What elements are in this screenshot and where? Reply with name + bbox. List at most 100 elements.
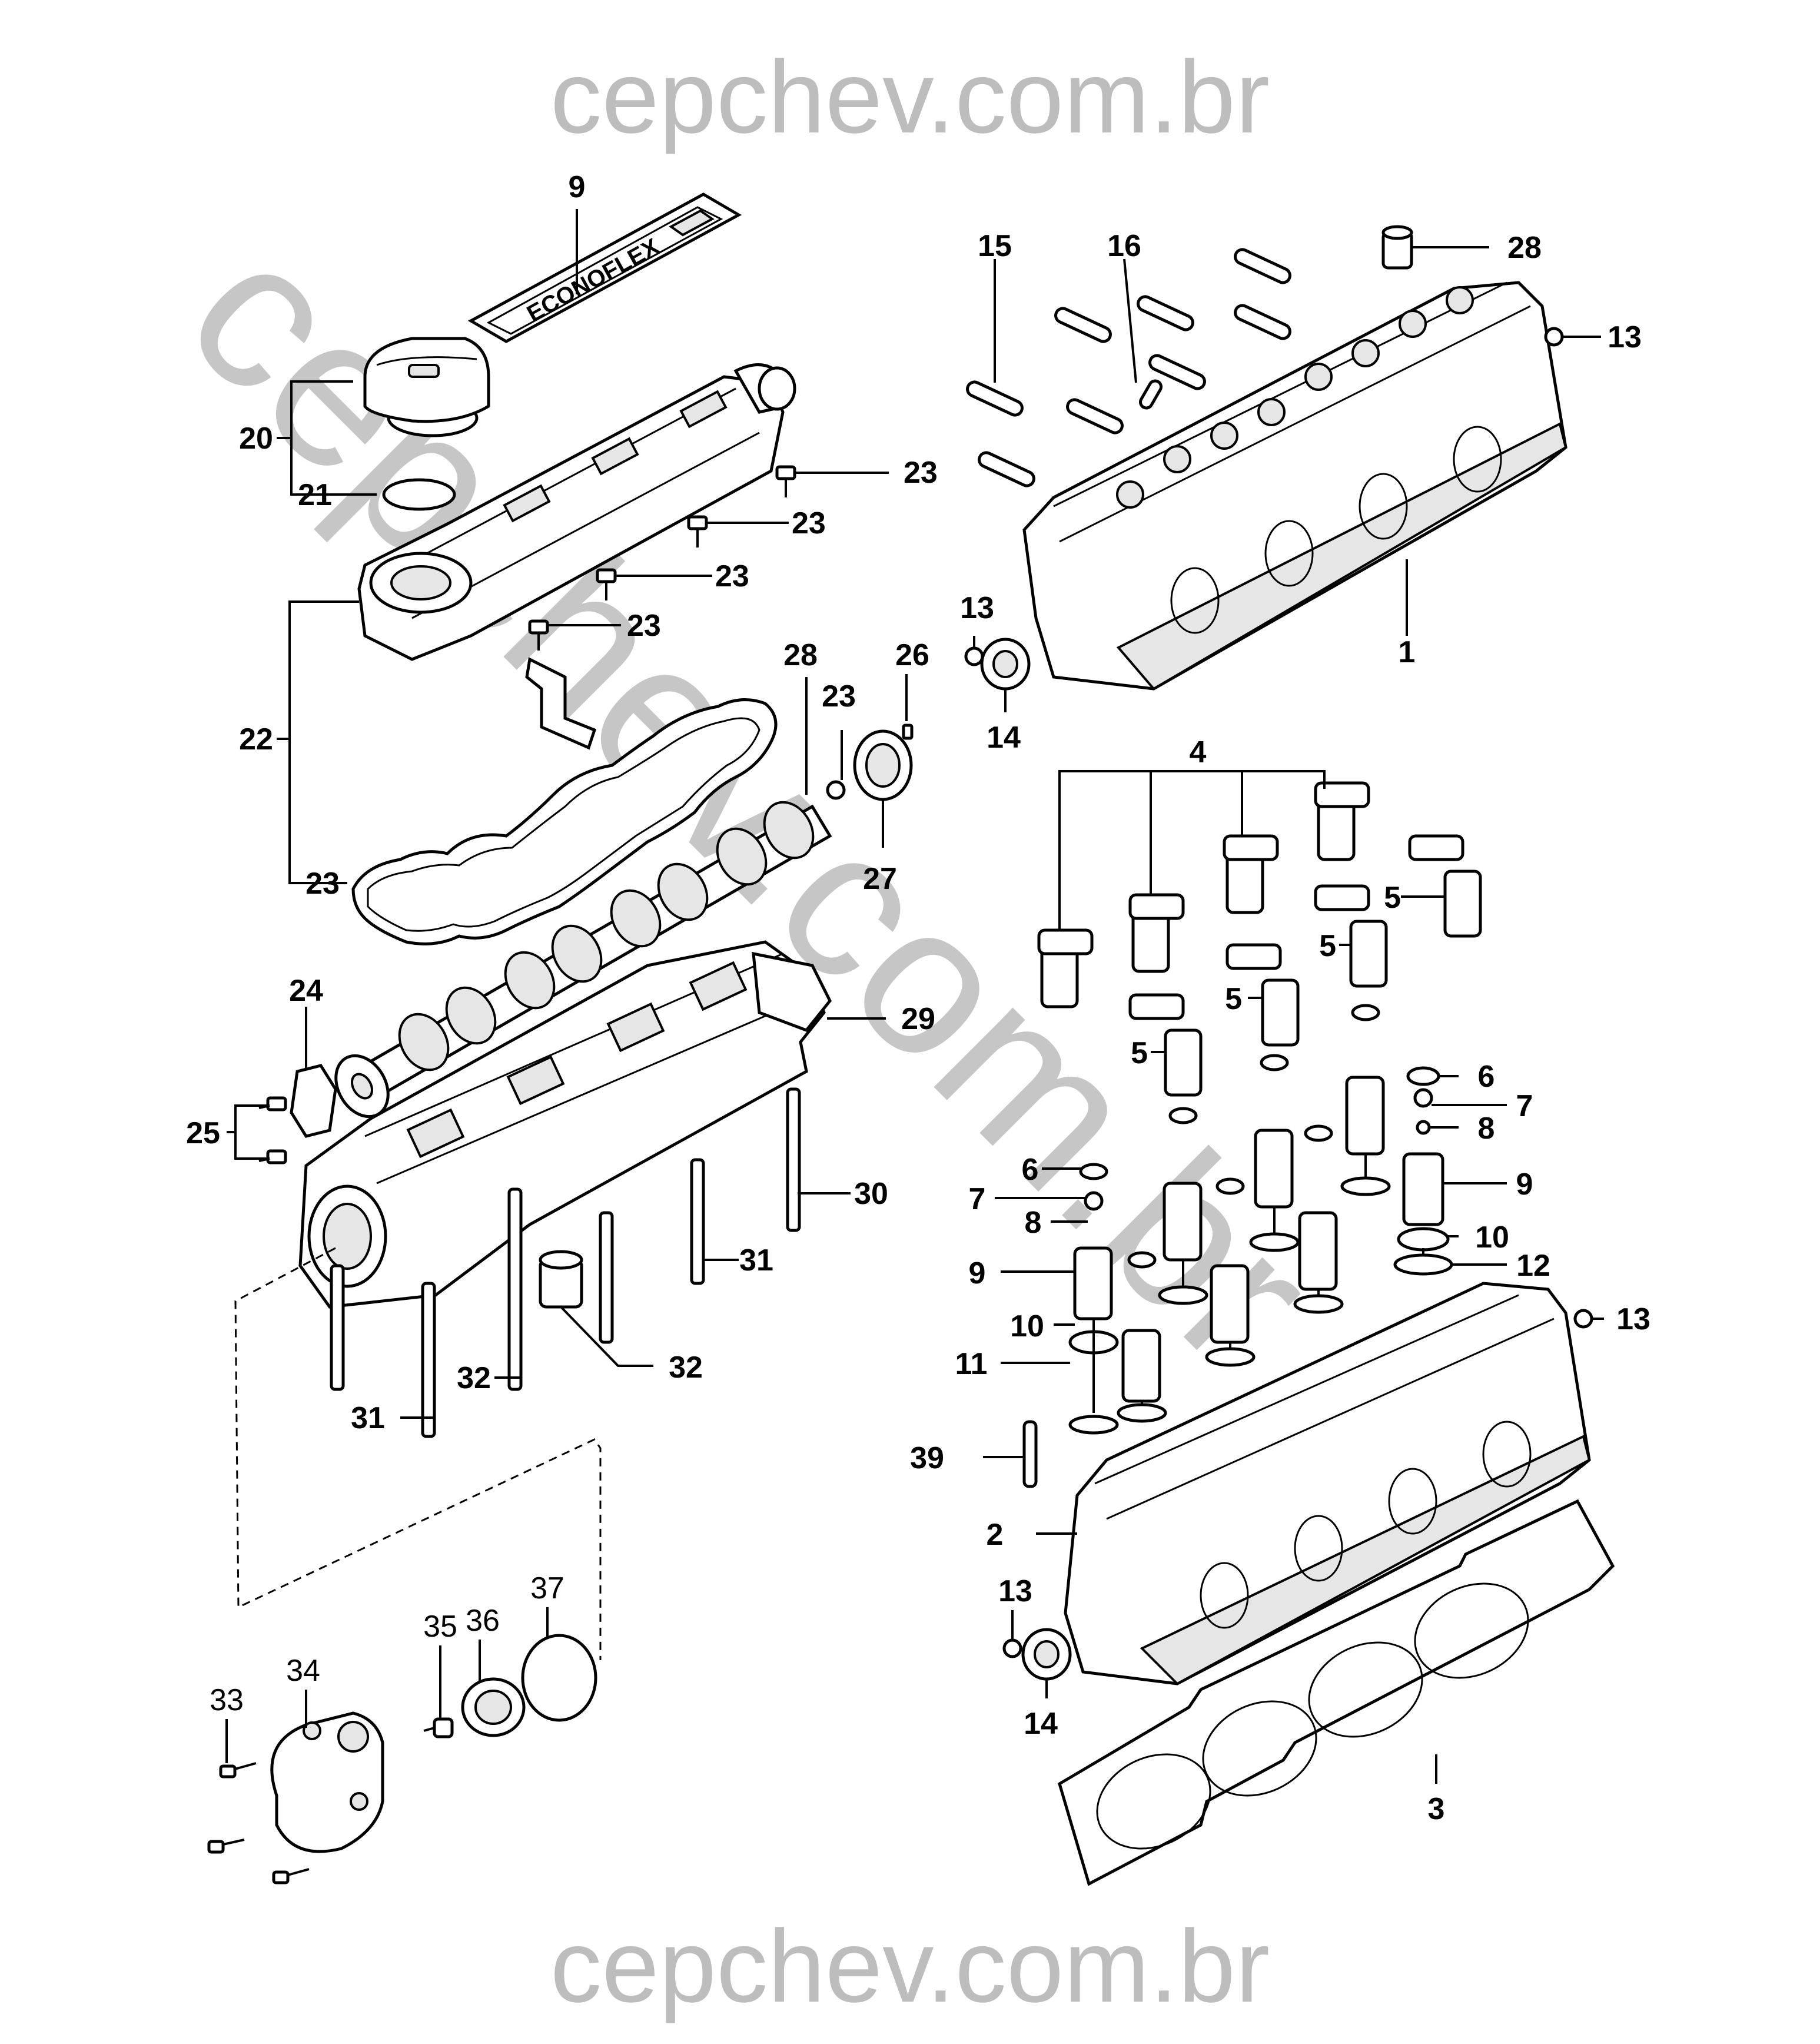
valve-cover <box>357 363 796 661</box>
callout-18: 20 <box>239 422 273 456</box>
rocker-arm <box>1128 993 1203 1097</box>
callout-23: 23 <box>627 609 661 643</box>
housing-stud <box>421 1282 436 1438</box>
callout-8: 8 <box>1478 1111 1495 1146</box>
callout-17: 9 <box>569 170 586 204</box>
callout-39: 39 <box>910 1441 944 1475</box>
callout-13: 13 <box>1616 1302 1650 1336</box>
callout-13: 13 <box>960 591 994 625</box>
housing-stud <box>690 1158 705 1285</box>
callout-29: 28 <box>783 638 818 672</box>
cover-bolt <box>775 465 796 497</box>
cylinder-head-upper <box>1022 281 1567 691</box>
housing-stud <box>507 1187 523 1391</box>
callout-13: 13 <box>1608 320 1642 354</box>
callout-3: 3 <box>1428 1792 1445 1826</box>
camshaft-sleeve <box>539 1250 583 1309</box>
callout-8: 8 <box>1025 1206 1042 1240</box>
cylinder-head-lower <box>1064 1282 1591 1685</box>
callout-6: 6 <box>1478 1060 1495 1094</box>
valve-assembly <box>1293 1124 1344 1314</box>
callout-labels: 9 20 21 23 23 23 23 22 23 28 23 26 27 24… <box>186 170 1650 1826</box>
valve-assembly <box>1158 1107 1208 1305</box>
callout-16: 16 <box>1107 229 1141 263</box>
locating-pin <box>1022 1420 1038 1488</box>
plate-bolt <box>258 1149 287 1164</box>
callout-23: 23 <box>715 559 749 593</box>
callout-9: 9 <box>1516 1167 1533 1202</box>
callout-9: 9 <box>969 1256 986 1290</box>
callout-22: 23 <box>822 679 856 714</box>
callout-38: 37 <box>530 1571 564 1605</box>
cover-bolt <box>528 619 549 651</box>
callout-11: 11 <box>955 1347 988 1381</box>
cover-bolt <box>596 568 617 600</box>
callout-24: 24 <box>289 974 323 1008</box>
callout-19: 21 <box>298 478 332 512</box>
head-nut <box>1002 1638 1022 1658</box>
head-plug <box>980 638 1031 691</box>
callout-10: 10 <box>1010 1309 1044 1343</box>
callout-31: 30 <box>854 1177 888 1211</box>
callout-4: 4 <box>1190 735 1207 769</box>
callout-26: 26 <box>895 638 929 672</box>
plate-bolt <box>258 1096 287 1111</box>
callout-14: 14 <box>987 721 1021 755</box>
callout-32: 32 <box>457 1361 491 1395</box>
callout-23: 23 <box>904 456 938 490</box>
valve-assembly <box>1393 1066 1453 1276</box>
rocker-arm <box>1037 928 1094 1008</box>
head-nut <box>1544 327 1564 347</box>
camshaft-seal <box>853 729 913 801</box>
callout-25: 25 <box>186 1116 220 1150</box>
dowel-pin <box>902 724 914 740</box>
watermark-bottom: cepchev.com.br <box>550 1909 1270 2024</box>
rocker-arm <box>1223 834 1279 914</box>
cover-bolt <box>687 515 708 548</box>
valve-assembly <box>1117 1251 1167 1423</box>
head-sleeve <box>1381 225 1413 270</box>
pump-bolt <box>272 1868 310 1884</box>
callout-6: 6 <box>1022 1153 1039 1187</box>
callout-1: 1 <box>1399 635 1416 669</box>
camshaft <box>334 801 832 1119</box>
watermark-top: cepchev.com.br <box>550 40 1270 155</box>
rocker-arm <box>1314 884 1388 988</box>
valve-assembly <box>1068 1163 1119 1435</box>
rocker-arm <box>1408 834 1482 938</box>
valve-cover-gasket <box>351 698 778 945</box>
callout-35: 34 <box>286 1654 320 1688</box>
cover-plate <box>290 1064 337 1138</box>
callout-37: 36 <box>466 1604 500 1638</box>
housing-stud <box>786 1087 801 1232</box>
callout-21: 23 <box>305 867 340 901</box>
callout-32: 31 <box>739 1243 773 1278</box>
head-plug <box>1021 1628 1072 1681</box>
callout-12: 12 <box>1516 1249 1550 1283</box>
oil-filler-cap <box>363 337 490 437</box>
camshaft-housing <box>298 940 832 1309</box>
pump-bolt <box>207 1839 245 1854</box>
valve-assembly <box>1340 1004 1391 1196</box>
head-nut <box>964 646 984 666</box>
callout-27: 27 <box>863 862 897 896</box>
callout-34: 33 <box>210 1683 244 1717</box>
housing-stud <box>599 1211 614 1344</box>
callout-30: 29 <box>901 1002 935 1036</box>
pump-o-ring <box>521 1634 597 1722</box>
callout-23: 23 <box>792 506 826 540</box>
callout-7: 7 <box>969 1182 986 1216</box>
vacuum-pump <box>270 1711 384 1853</box>
housing-stud <box>330 1264 345 1391</box>
callout-2: 2 <box>987 1518 1004 1552</box>
callout-20: 22 <box>239 722 273 756</box>
bracket <box>525 657 597 750</box>
pump-coupling <box>461 1677 526 1737</box>
pump-fitting <box>423 1717 454 1738</box>
leader-lines <box>225 209 1604 1784</box>
callout-5: 5 <box>1225 982 1242 1016</box>
emblem-plate: ECONOFLEX <box>467 193 742 343</box>
valve-assembly <box>1205 1177 1256 1367</box>
camshaft-plug <box>826 780 846 800</box>
